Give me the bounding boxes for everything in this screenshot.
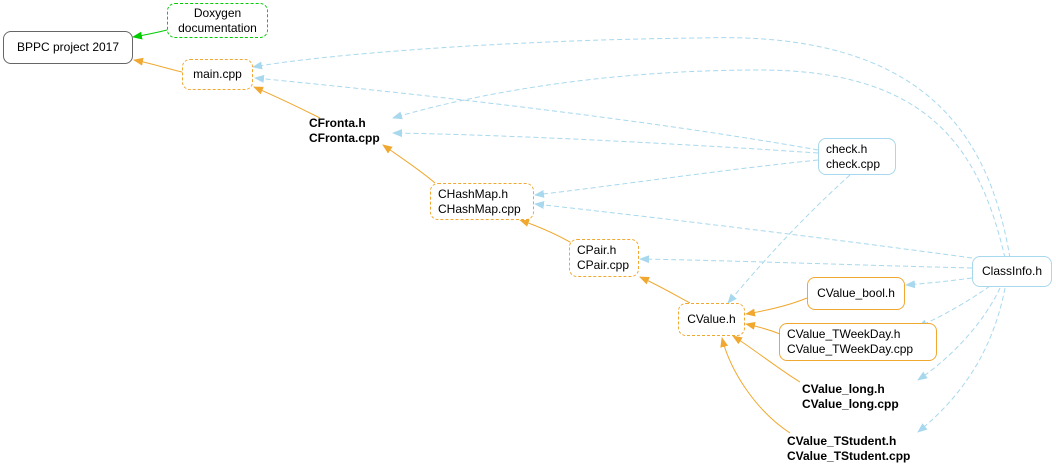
node-classinfo-label: ClassInfo.h xyxy=(981,264,1043,278)
edge-check-cfronta xyxy=(392,129,819,154)
node-cvalue[interactable]: CValue.h xyxy=(678,303,745,336)
node-cvalue-tstudent-line2: CValue_TStudent.cpp xyxy=(787,449,911,463)
node-main-cpp-label: main.cpp xyxy=(193,67,242,81)
node-check-line2: check.cpp xyxy=(826,156,881,171)
node-cfronta[interactable]: CFronta.h CFronta.cpp xyxy=(302,115,392,147)
edge-cvalue-tweekday-cvalue xyxy=(745,321,781,335)
node-cvalue-long-line1: CValue_long.h xyxy=(802,382,885,396)
node-doxygen-line2: documentation xyxy=(178,20,257,35)
node-cvalue-tweekday[interactable]: CValue_TWeekDay.h CValue_TWeekDay.cpp xyxy=(779,323,937,361)
node-cfronta-line2: CFronta.cpp xyxy=(309,131,380,145)
edge-classinfo-cvalue-long xyxy=(917,287,1001,381)
node-doxygen-documentation[interactable]: Doxygen documentation xyxy=(167,3,268,38)
node-cvalue-tstudent-line1: CValue_TStudent.h xyxy=(787,434,897,448)
edge-classinfo-cvalue-tstudent xyxy=(917,287,1006,433)
edge-classinfo-chashmap xyxy=(534,201,973,259)
node-cvalue-long[interactable]: CValue_long.h CValue_long.cpp xyxy=(795,380,915,414)
edge-classinfo-cvalue-bool xyxy=(905,277,973,289)
edge-cvalue-cpair xyxy=(639,276,691,304)
node-cvalue-label: CValue.h xyxy=(687,312,736,326)
node-check[interactable]: check.h check.cpp xyxy=(818,138,896,175)
edge-classinfo-cfronta xyxy=(392,69,1006,259)
edge-classinfo-cpair xyxy=(639,255,973,269)
edge-classinfo-cvalue-tweekday xyxy=(917,285,991,328)
node-chashmap[interactable]: CHashMap.h CHashMap.cpp xyxy=(430,183,534,220)
node-cvalue-tstudent[interactable]: CValue_TStudent.h CValue_TStudent.cpp xyxy=(780,432,930,466)
node-cvalue-bool[interactable]: CValue_bool.h xyxy=(807,277,905,310)
edge-cpair-chashmap xyxy=(519,219,576,246)
edge-cvalue-bool-cvalue xyxy=(745,297,808,317)
node-bppc-project[interactable]: BPPC project 2017 xyxy=(3,31,133,64)
edge-cvalue-long-cvalue xyxy=(732,335,801,383)
node-cpair-line2: CPair.cpp xyxy=(577,258,630,272)
node-cpair-line1: CPair.h xyxy=(577,243,617,257)
edge-main-bppc xyxy=(133,57,183,73)
node-cvalue-bool-label: CValue_bool.h xyxy=(817,286,895,300)
node-classinfo[interactable]: ClassInfo.h xyxy=(972,256,1052,287)
edge-cfronta-main xyxy=(253,86,321,119)
edge-check-main xyxy=(254,74,819,151)
edge-check-chashmap xyxy=(534,159,819,198)
edge-doxygen-bppc xyxy=(132,29,168,40)
edge-cvalue-tstudent-cvalue xyxy=(720,337,791,434)
node-cpair[interactable]: CPair.h CPair.cpp xyxy=(569,239,639,277)
node-chashmap-line2: CHashMap.cpp xyxy=(438,201,521,216)
edge-chashmap-cfronta xyxy=(382,144,436,184)
edge-classinfo-main xyxy=(252,37,1011,259)
node-chashmap-line1: CHashMap.h xyxy=(438,186,509,201)
node-check-line1: check.h xyxy=(826,141,868,156)
node-main-cpp[interactable]: main.cpp xyxy=(182,59,253,90)
node-cvalue-tweekday-line2: CValue_TWeekDay.cpp xyxy=(787,342,914,356)
node-bppc-project-label: BPPC project 2017 xyxy=(16,40,120,54)
node-doxygen-line1: Doxygen xyxy=(193,5,242,20)
node-cvalue-tweekday-line1: CValue_TWeekDay.h xyxy=(787,327,901,341)
node-cfronta-line1: CFronta.h xyxy=(309,116,366,130)
node-cvalue-long-line2: CValue_long.cpp xyxy=(802,397,899,411)
